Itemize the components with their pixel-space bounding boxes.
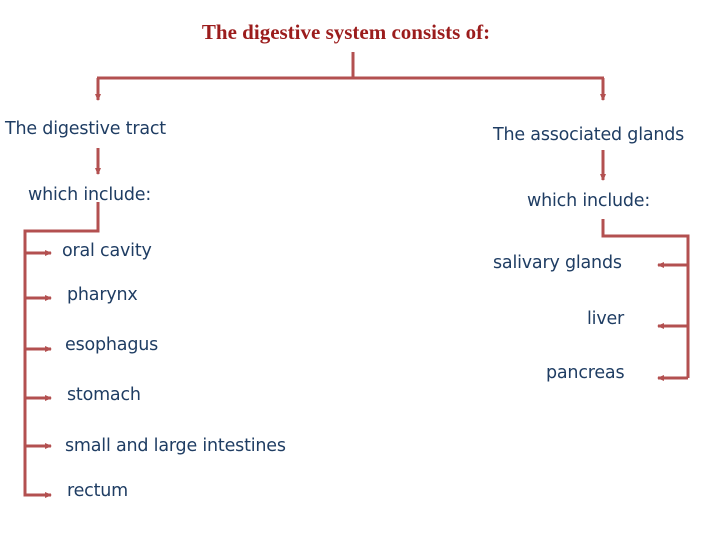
diagram-title: The digestive system consists of: — [0, 20, 720, 45]
right-item-salivary-glands: salivary glands — [493, 253, 622, 273]
left-branch-subheading: which include: — [28, 185, 152, 205]
diagram-title-text: The digestive system consists of: — [201, 20, 491, 44]
left-item-intestines: small and large intestines — [65, 436, 286, 456]
right-branch-subheading: which include: — [527, 191, 651, 211]
left-item-esophagus: esophagus — [65, 335, 159, 355]
left-item-rectum: rectum — [67, 481, 128, 501]
right-item-pancreas: pancreas — [546, 363, 625, 383]
left-item-stomach: stomach — [67, 385, 141, 405]
left-item-oral-cavity: oral cavity — [62, 241, 152, 261]
left-item-pharynx: pharynx — [67, 285, 138, 305]
left-branch-heading: The digestive tract — [5, 119, 166, 139]
right-branch-heading: The associated glands — [493, 125, 685, 145]
right-item-liver: liver — [587, 309, 625, 329]
